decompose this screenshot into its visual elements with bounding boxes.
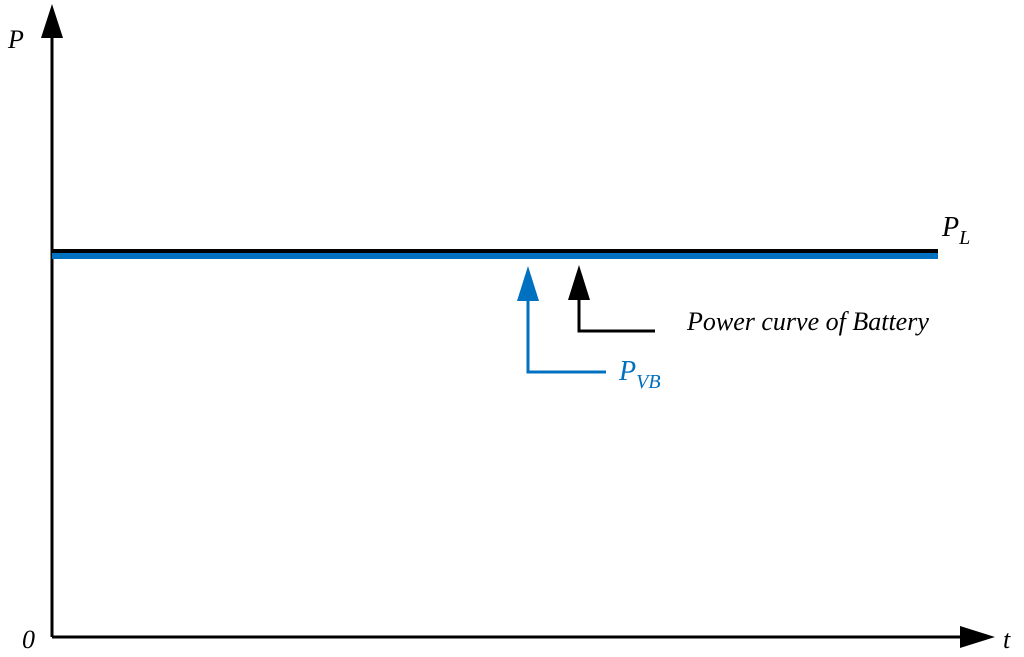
pvb-callout-arrowhead: [517, 266, 539, 301]
battery-callout-label: Power curve of Battery: [686, 307, 929, 336]
y-axis-label: P: [7, 25, 24, 54]
pvb-callout-line: [526, 300, 606, 374]
pvb-callout-label-sub: VB: [636, 371, 660, 393]
load-curve-label-sub: L: [958, 227, 970, 249]
y-axis-arrowhead: [41, 4, 63, 38]
load-curve-label-main: P: [941, 212, 959, 243]
battery-callout-arrowhead: [568, 265, 590, 300]
x-axis-label: t: [1003, 625, 1011, 654]
pvb-callout-label: PVB: [618, 356, 661, 393]
x-axis-arrowhead: [960, 626, 995, 648]
load-curve-label: PL: [941, 212, 970, 249]
origin-label: 0: [22, 625, 35, 654]
battery-callout-line: [577, 298, 655, 333]
pvb-callout-label-main: P: [618, 356, 636, 387]
